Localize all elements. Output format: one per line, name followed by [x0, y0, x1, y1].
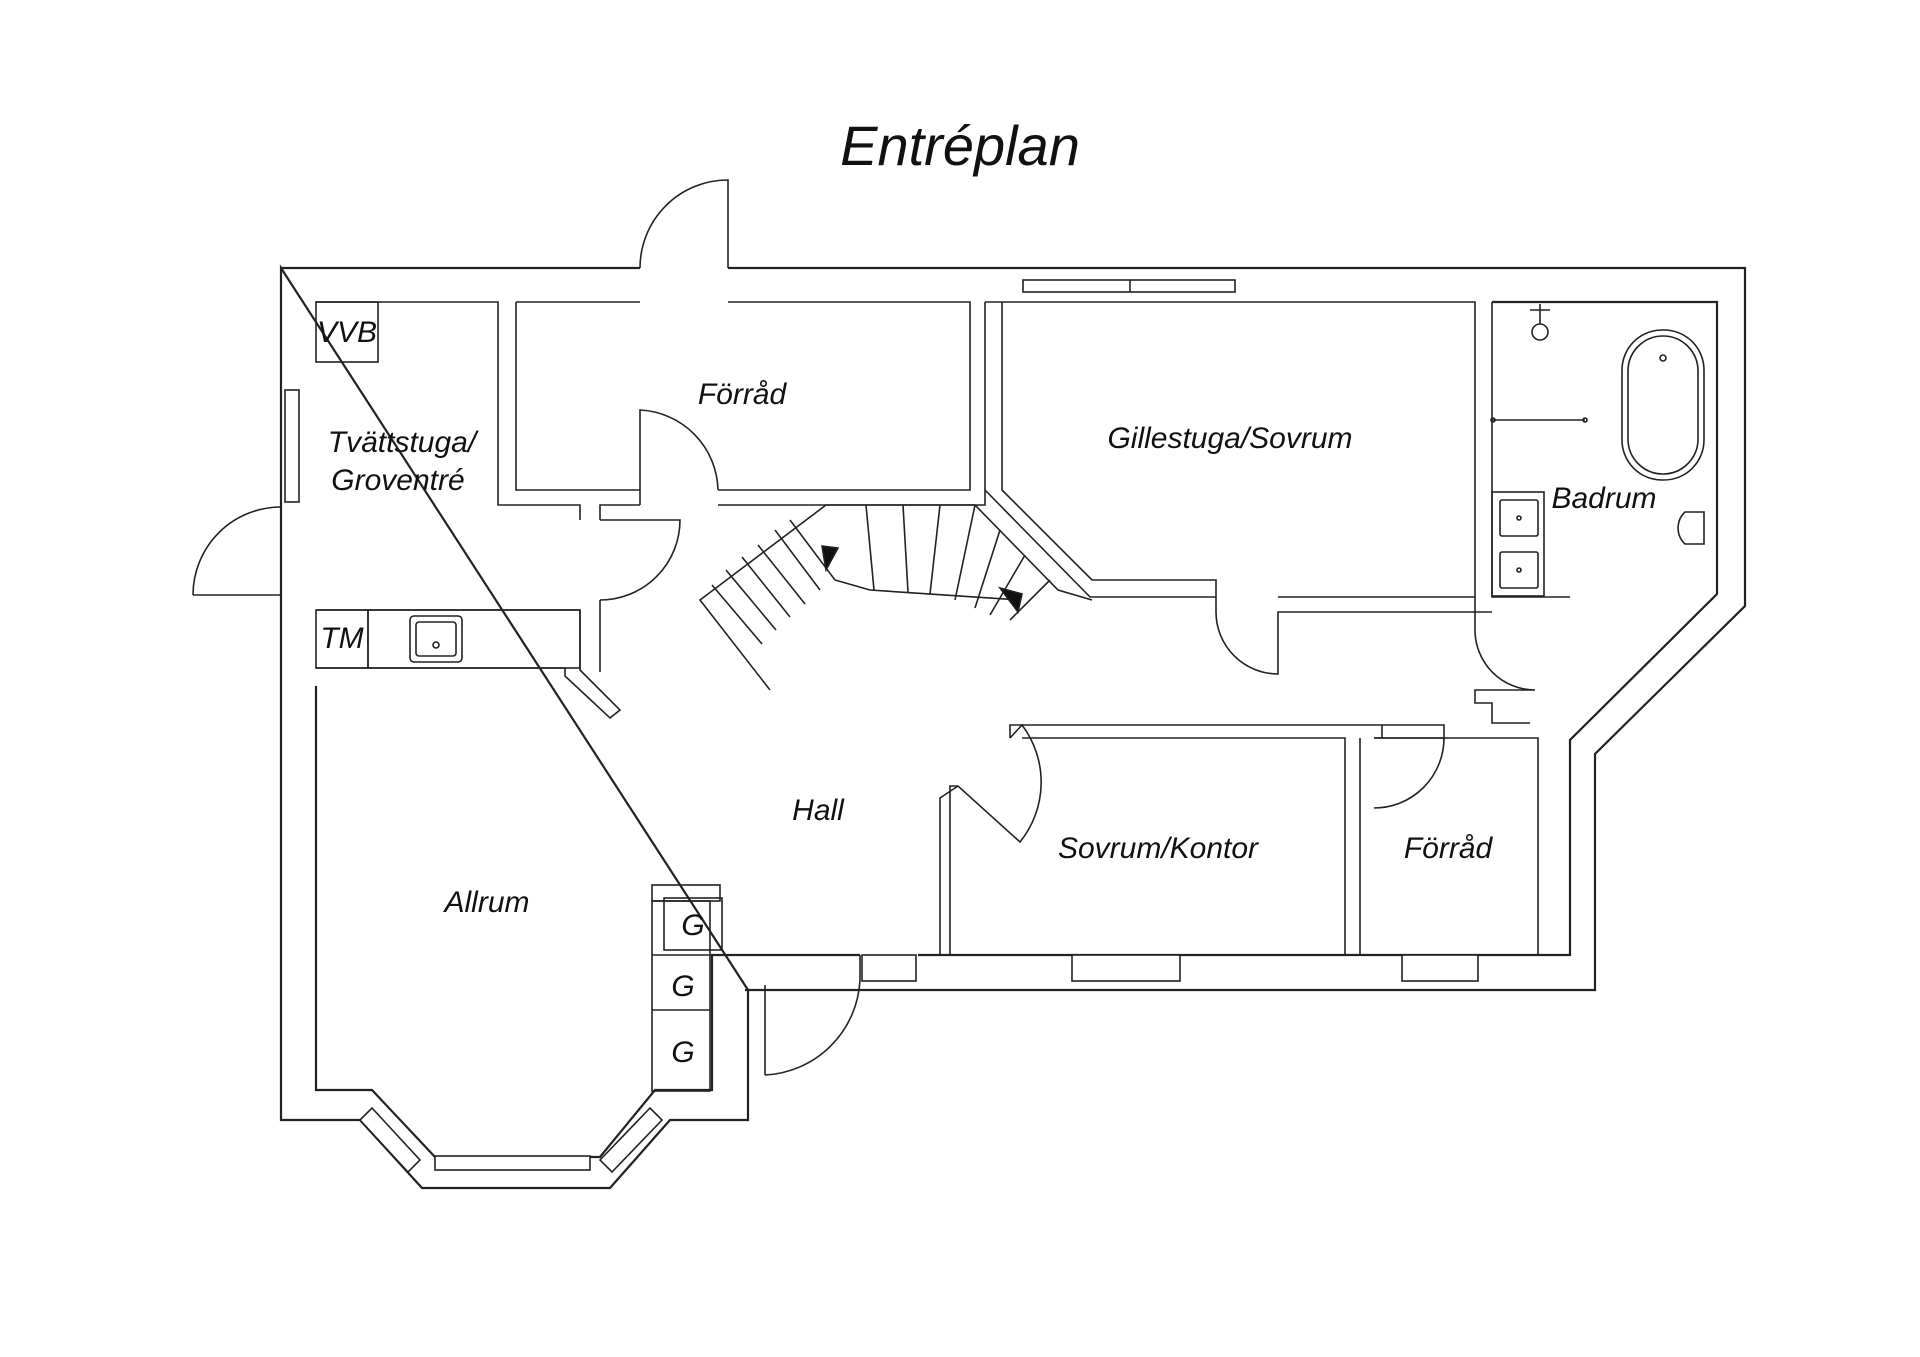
label-forrad-bottom: Förråd: [1404, 832, 1494, 865]
window-allrum-left: [358, 1106, 422, 1174]
label-vvb: VVB: [317, 316, 377, 349]
counter: [367, 609, 581, 669]
window-top: [1022, 279, 1236, 293]
g-cabinet: [651, 900, 711, 1092]
window-left: [284, 389, 300, 503]
window-allrum-bottom: [434, 1155, 591, 1171]
outer-wall: [279, 264, 1747, 1190]
label-allrum: Allrum: [442, 886, 529, 919]
vvb-box: [315, 301, 379, 363]
toilet: [1677, 511, 1705, 545]
window-forrad: [1401, 954, 1479, 982]
label-sovrum-kontor: Sovrum/Kontor: [1058, 832, 1259, 865]
window-allrum-right: [598, 1106, 664, 1174]
door-forrad-top[interactable]: [639, 409, 719, 505]
outer-wall-inner: [314, 300, 1719, 1159]
window-hall: [861, 954, 917, 982]
label-gillestuga: Gillestuga/Sovrum: [1107, 422, 1352, 455]
label-tvattstuga-1: Tvättstuga/: [328, 426, 479, 459]
door-sovrum-kontor[interactable]: [939, 785, 959, 955]
label-forrad-top: Förråd: [698, 378, 788, 411]
staircase: [698, 504, 1093, 691]
label-tvattstuga-2: Groventré: [331, 464, 464, 497]
door-left-exterior[interactable]: [192, 506, 282, 596]
label-tm: TM: [320, 622, 363, 655]
door-forrad-bottom[interactable]: [1373, 737, 1445, 809]
shower-head: [1531, 323, 1549, 341]
sink-icon: [409, 615, 463, 663]
plan-title: Entréplan: [840, 114, 1080, 177]
door-gillestuga[interactable]: [1001, 302, 1476, 675]
label-g2: G: [671, 970, 694, 1003]
bathtub: [1621, 329, 1705, 481]
label-badrum: Badrum: [1551, 482, 1656, 515]
door-top-exterior[interactable]: [639, 179, 729, 269]
label-g3: G: [671, 1036, 694, 1069]
door-front[interactable]: [764, 955, 861, 1076]
window-sovrum: [1071, 954, 1181, 982]
double-sink: [1491, 491, 1545, 597]
label-g1: G: [681, 909, 704, 942]
label-hall: Hall: [792, 794, 845, 827]
